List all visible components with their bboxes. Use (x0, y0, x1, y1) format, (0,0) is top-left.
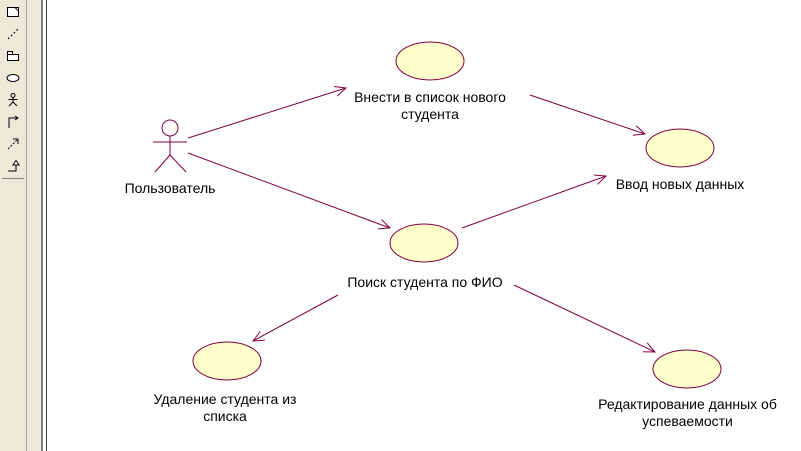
use-case-search[interactable] (389, 223, 459, 263)
actor-figure[interactable] (153, 119, 187, 173)
use-case-enter-data-label: Ввод новых данных (615, 176, 745, 192)
use-case-enter-data[interactable] (645, 128, 715, 168)
actor-icon[interactable] (3, 90, 23, 110)
use-case-edit-grades-label-line2: успеваемости (642, 413, 733, 429)
use-case-edit-grades[interactable] (652, 349, 722, 389)
generalization-icon[interactable] (3, 156, 23, 176)
canvas-border (41, 0, 47, 451)
use-case-search-label: Поиск студента по ФИО (347, 274, 503, 290)
use-case-icon[interactable] (3, 68, 23, 88)
toolbox-divider (2, 178, 24, 179)
use-case-delete-label-line2: списка (203, 408, 247, 424)
use-case-delete-label: Удаление студента из списка (135, 391, 315, 425)
dependency-icon[interactable] (3, 134, 23, 154)
use-case-add-student-label-line2: студента (401, 106, 459, 122)
toolbox-gutter (27, 0, 41, 451)
association-search-to-delete[interactable] (253, 294, 339, 341)
association-add-student-to-enter-data[interactable] (529, 94, 645, 134)
unidirectional-association-icon[interactable] (3, 112, 23, 132)
text-box-icon[interactable] (3, 2, 23, 22)
use-case-add-student-label: Внести в список нового студента (340, 89, 520, 123)
diagram-toolbox (0, 0, 27, 451)
association-search-to-enter-data[interactable] (461, 176, 606, 229)
association-search-to-edit-grades[interactable] (513, 284, 655, 352)
use-case-add-student[interactable] (395, 41, 465, 81)
use-case-edit-grades-label-line1: Редактирование данных об (598, 396, 777, 412)
package-icon[interactable] (3, 46, 23, 66)
actor-label: Пользователь (124, 180, 216, 196)
use-case-edit-grades-label: Редактирование данных об успеваемости (585, 396, 790, 430)
association-actor-to-search[interactable] (187, 152, 390, 228)
use-case-delete[interactable] (192, 341, 262, 381)
use-case-add-student-label-line1: Внести в список нового (354, 89, 506, 105)
use-case-delete-label-line1: Удаление студента из (153, 391, 297, 407)
association-actor-to-add-student[interactable] (187, 88, 346, 139)
